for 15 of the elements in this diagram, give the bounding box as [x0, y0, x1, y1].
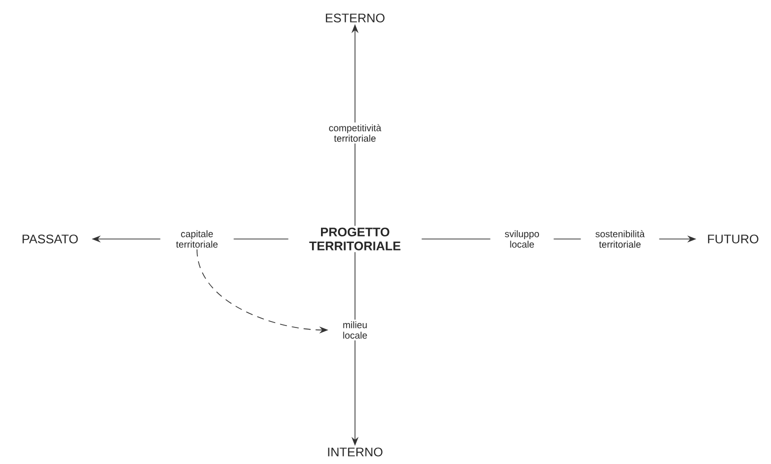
line: [233, 238, 289, 240]
axis-label: competitività territoriale: [329, 124, 382, 142]
line: [354, 143, 356, 226]
centre-label: PROGETTO TERRITORIALE: [309, 228, 400, 250]
line: [553, 238, 582, 240]
line: [354, 252, 356, 320]
axis-label: capitale territoriale: [176, 230, 218, 248]
axis-end-label: INTERNO: [328, 448, 382, 456]
line: [421, 238, 491, 240]
axis-end-label: FUTURO: [708, 234, 758, 244]
axis-label: sviluppo locale: [504, 230, 539, 248]
axis-end-label: PASSATO: [22, 234, 78, 244]
axis-end-label: ESTERNO: [326, 14, 384, 22]
axis-label: milieu locale: [343, 321, 367, 339]
axis-label: sostenibilità territoriale: [596, 230, 645, 248]
